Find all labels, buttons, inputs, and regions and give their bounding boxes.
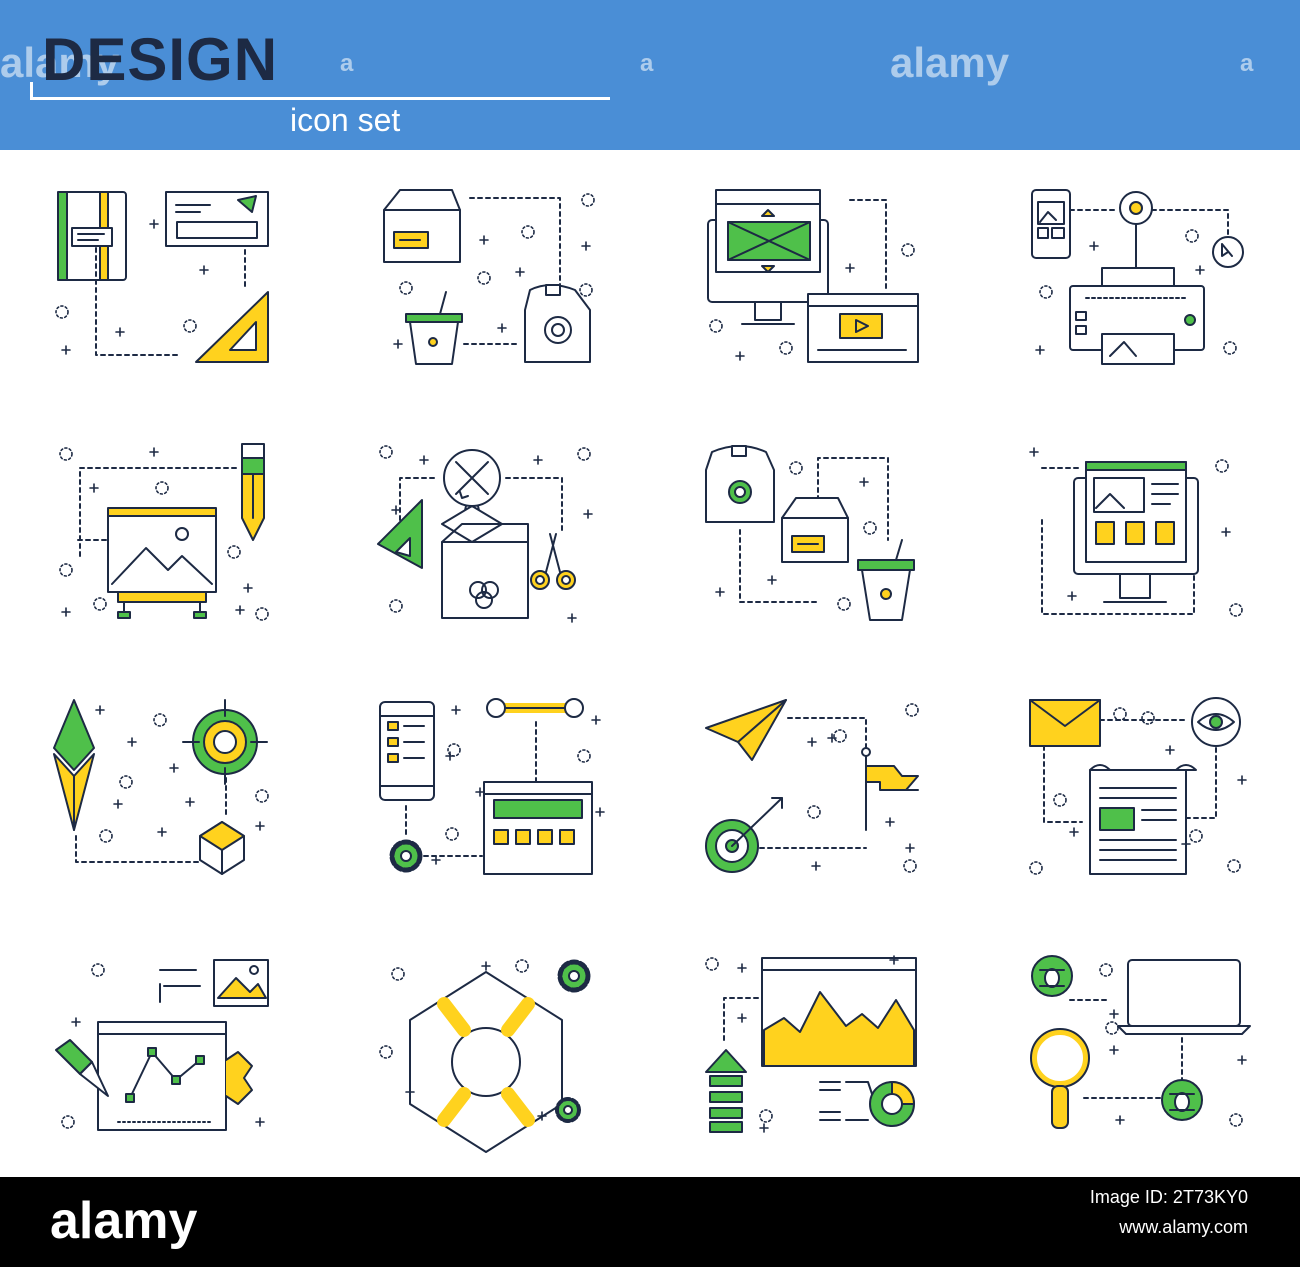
title-underline [30,82,610,100]
pen-tip-target-cube-icon [53,699,268,875]
page-title: DESIGN [42,26,279,93]
design-tools-box-icon [377,449,576,619]
easel-pencil-icon [77,443,265,619]
web-layout-monitor-icon [1041,461,1199,615]
product-packaging-icon [705,445,915,621]
watermark: alamy [890,39,1010,86]
paper-plane-target-icon [705,699,919,873]
header-banner: alamy a a alamy a DESIGN icon set [0,0,1300,150]
web-analytics-icon [705,957,917,1133]
monitor-video-icon [707,189,919,363]
coffee-packaging-icon [383,189,591,365]
watermark: alamy [0,39,120,86]
footer-bar: alamy Image ID: 2T73KY0 www.alamy.com [0,1177,1300,1267]
watermark: a [340,50,354,77]
newsletter-icon [1029,697,1241,875]
printer-icon [1031,189,1244,365]
decorative-sparkles [55,193,1247,1133]
image-id-label: Image ID: 2T73KY0 [1089,1187,1248,1207]
app-settings-icon [379,698,593,875]
vector-editor-icon [55,959,269,1131]
notebook-ruler-icon [57,191,269,363]
page-subtitle: icon set [290,102,401,138]
icon-grid [53,189,1251,1153]
footer-url: www.alamy.com [1119,1217,1248,1237]
watermark: a [1240,50,1254,77]
lifebuoy-support-icon [409,959,591,1153]
footer-logo: alamy [50,1192,198,1250]
watermark: a [640,50,654,77]
laptop-debug-icon [1030,955,1251,1129]
